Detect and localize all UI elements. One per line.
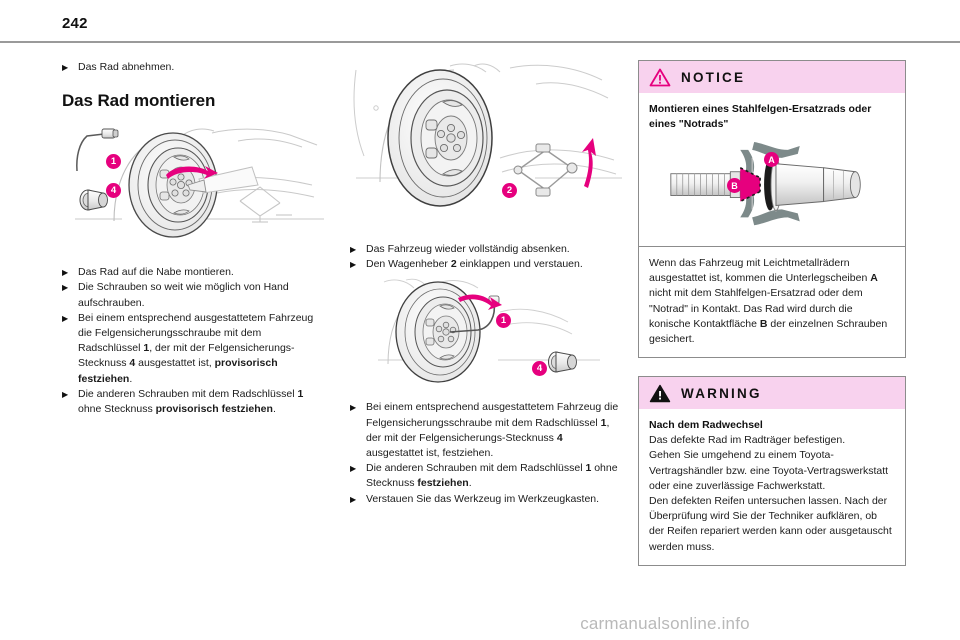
figure-wheel-mounting: 1 4 xyxy=(62,123,324,251)
header-divider xyxy=(0,41,960,43)
bullet-triangle-icon: ▶ xyxy=(350,245,357,254)
list-item: ▶ Das Rad auf die Nabe montieren. xyxy=(62,265,324,280)
list-item: ▶ Die anderen Schrauben mit dem Radschlüs… xyxy=(350,461,622,491)
notice-heading: Montieren eines Stahlfelgen-Ersatzrads o… xyxy=(649,103,872,130)
warning-text: Das defekte Rad im Radträger befestigen.… xyxy=(649,434,892,553)
list-item: ▶ Bei einem entsprechend ausgestattetem F… xyxy=(350,400,622,461)
section-title-mount-wheel: Das Rad montieren xyxy=(62,91,216,111)
figure-badge-a: A xyxy=(764,152,779,167)
list-item: ▶ Die Schrauben so weit wie möglich von H… xyxy=(62,280,324,310)
notice-label: NOTICE xyxy=(681,69,746,85)
bullet-remove-wheel: ▶Das Rad abnehmen. xyxy=(62,60,324,75)
figure-badge-4: 4 xyxy=(532,361,547,377)
figure-final-tightening-graphic xyxy=(378,279,600,384)
notice-box: NOTICE Montieren eines Stahlfelgen-Ersat… xyxy=(638,60,906,359)
bullet-text: Den Wagenheber 2 einklappen und verstaue… xyxy=(366,258,583,271)
bullet-triangle-icon: ▶ xyxy=(350,403,357,413)
bullet-text: Verstauen Sie das Werkzeug im Werkzeugka… xyxy=(366,492,600,505)
bullet-triangle-icon: ▶ xyxy=(62,283,69,293)
warning-heading: Nach dem Radwechsel xyxy=(649,419,763,432)
figure-badge-2: 2 xyxy=(502,183,517,198)
warning-body: Nach dem Radwechsel Das defekte Rad im R… xyxy=(639,409,905,565)
list-item: ▶ Bei einem entsprechend ausgestattetem F… xyxy=(62,311,324,387)
warning-label: WARNING xyxy=(681,385,762,401)
notice-divider xyxy=(639,246,905,247)
site-watermark: carmanualsonline.info xyxy=(0,614,960,634)
bullet-text: Die anderen Schrauben mit dem Radschlüss… xyxy=(366,462,618,490)
warning-triangle-outline-icon xyxy=(649,68,671,86)
figure-lowering-vehicle-graphic xyxy=(353,63,622,207)
bullet-triangle-icon: ▶ xyxy=(350,494,357,504)
figure-lowering-vehicle: 2 xyxy=(350,60,622,232)
bullet-text: Das Fahrzeug wieder vollständig absenken… xyxy=(366,243,570,255)
bullet-triangle-icon: ▶ xyxy=(350,464,357,474)
list-item: ▶ Das Fahrzeug wieder vollständig absenke… xyxy=(350,242,622,257)
left-column: ▶Das Rad abnehmen. Das Rad montieren xyxy=(62,60,324,417)
right-column: NOTICE Montieren eines Stahlfelgen-Ersat… xyxy=(638,60,906,584)
bullet-triangle-icon: ▶ xyxy=(62,313,69,323)
bullet-triangle-icon: ▶ xyxy=(62,268,69,278)
list-item: ▶ Die anderen Schrauben mit dem Radschlüs… xyxy=(62,387,324,417)
list-item: ▶ Den Wagenheber 2 einklappen und verstau… xyxy=(350,257,622,272)
figure-wheel-mounting-graphic xyxy=(75,128,324,238)
bullet-text: Bei einem entsprechend ausgestattetem Fa… xyxy=(78,311,314,385)
figure-badge-4: 4 xyxy=(106,183,121,199)
figure-bolt-washer-detail: A B xyxy=(649,140,895,232)
notice-text: Wenn das Fahrzeug mit Leichtmetallrädern… xyxy=(649,257,888,346)
notice-header: NOTICE xyxy=(639,61,905,93)
bullet-triangle-icon: ▶ xyxy=(62,63,69,72)
figure-badge-1: 1 xyxy=(106,154,121,170)
warning-box: WARNING Nach dem Radwechsel Das defekte … xyxy=(638,376,906,566)
figure-badge-1: 1 xyxy=(496,313,511,329)
bullet-text: Die Schrauben so weit wie möglich von Ha… xyxy=(78,281,289,309)
list-item: ▶ Verstauen Sie das Werkzeug im Werkzeugk… xyxy=(350,492,622,507)
middle-column: 2 ▶ Das Fahrzeug wieder vollständig absen… xyxy=(350,60,622,507)
bullet-text: Die anderen Schrauben mit dem Radschlüss… xyxy=(78,387,304,416)
watermark-text: carmanualsonline.info xyxy=(580,614,750,633)
warning-triangle-solid-icon xyxy=(649,384,671,402)
warning-header: WARNING xyxy=(639,377,905,410)
notice-explanation: Wenn das Fahrzeug mit Leichtmetallrädern… xyxy=(639,247,905,357)
bullet-triangle-icon: ▶ xyxy=(350,260,357,270)
notice-body: Montieren eines Stahlfelgen-Ersatzrads o… xyxy=(639,93,905,246)
figure-badge-b: B xyxy=(727,178,742,193)
bullet-text: Das Rad auf die Nabe montieren. xyxy=(78,266,234,279)
bullet-triangle-icon: ▶ xyxy=(62,389,69,399)
figure-final-tightening: 1 4 xyxy=(350,278,622,390)
bullet-text: Bei einem entsprechend ausgestattetem Fa… xyxy=(366,401,619,460)
page-number: 242 xyxy=(62,15,88,32)
